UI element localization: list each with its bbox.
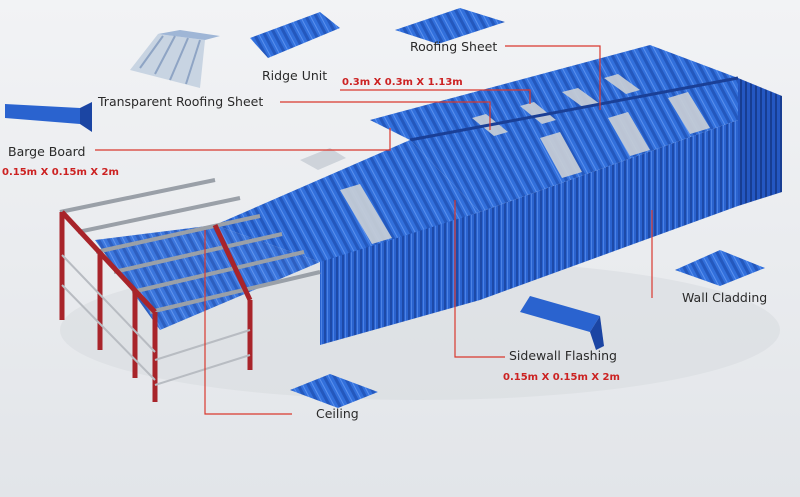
label-ceiling: Ceiling xyxy=(316,406,359,421)
annex-side-wall xyxy=(320,212,480,345)
main-end-wall xyxy=(738,78,782,206)
main-building xyxy=(370,45,782,300)
steel-frame xyxy=(59,178,321,402)
main-ridge xyxy=(409,76,739,142)
main-roof-back xyxy=(370,45,738,140)
ceiling-sheets xyxy=(95,225,320,330)
thumb-transparent-sheet xyxy=(130,30,220,88)
label-barge-board: Barge Board xyxy=(8,144,86,159)
thumb-ceiling xyxy=(290,374,378,408)
label-barge-board-dim: 0.15m X 0.15m X 2m xyxy=(2,167,119,178)
thumb-wall-cladding xyxy=(675,250,765,286)
label-wall-cladding: Wall Cladding xyxy=(682,290,768,305)
label-sidewall-flashing-dim: 0.15m X 0.15m X 2m xyxy=(503,372,620,383)
annex-building xyxy=(215,140,480,345)
thumb-sidewall-flashing xyxy=(520,296,604,350)
label-sidewall-flashing: Sidewall Flashing xyxy=(509,348,617,363)
steel-columns xyxy=(59,210,253,402)
label-roofing-sheet: Roofing Sheet xyxy=(410,39,498,54)
thumb-ridge-unit xyxy=(250,12,340,58)
annex-skylight xyxy=(340,184,392,244)
wall-girts xyxy=(61,254,251,386)
roof-skylights xyxy=(472,74,710,178)
thumb-barge-board xyxy=(5,102,92,132)
label-ridge-unit-dim: 0.3m X 0.3m X 1.13m xyxy=(342,77,463,88)
purlins xyxy=(59,178,321,314)
leader-lines xyxy=(95,45,653,415)
main-side-wall xyxy=(480,120,738,300)
label-ridge-unit: Ridge Unit xyxy=(262,68,328,83)
annex-skylight-2 xyxy=(300,148,346,170)
main-roof-front xyxy=(410,78,738,212)
thumb-roofing-sheet xyxy=(395,8,505,44)
label-transparent-roofing-sheet: Transparent Roofing Sheet xyxy=(98,94,264,109)
